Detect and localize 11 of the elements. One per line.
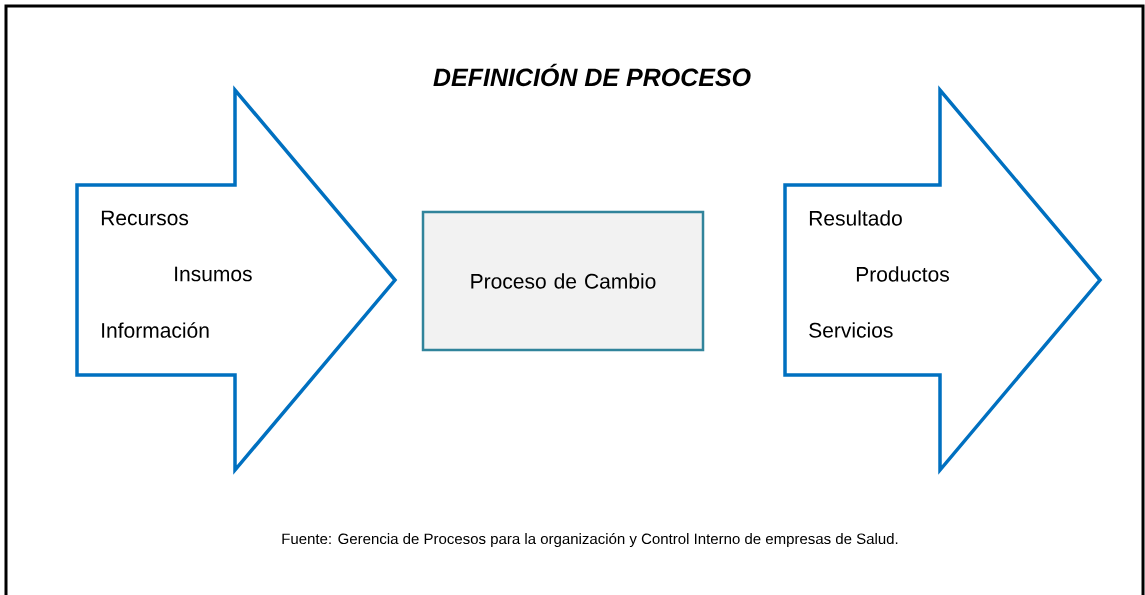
arrow-label: Servicios [809,322,893,338]
process-box: Proceso de Cambio [421,210,705,352]
block-arrow [783,85,1103,475]
arrow-label: Información [102,322,209,338]
title: DEFINICIÓN DE PROCESO [433,63,751,87]
arrow-label: Insumos [175,266,252,282]
arrow-label: Recursos [101,210,189,226]
source-note: Fuente: Gerencia de Procesos para la organización y Control Interno de empresas de Salud. [282,532,898,548]
arrow-label: Resultado [809,210,902,226]
block-arrow [75,85,398,475]
arrow-label: Productos [856,266,949,282]
